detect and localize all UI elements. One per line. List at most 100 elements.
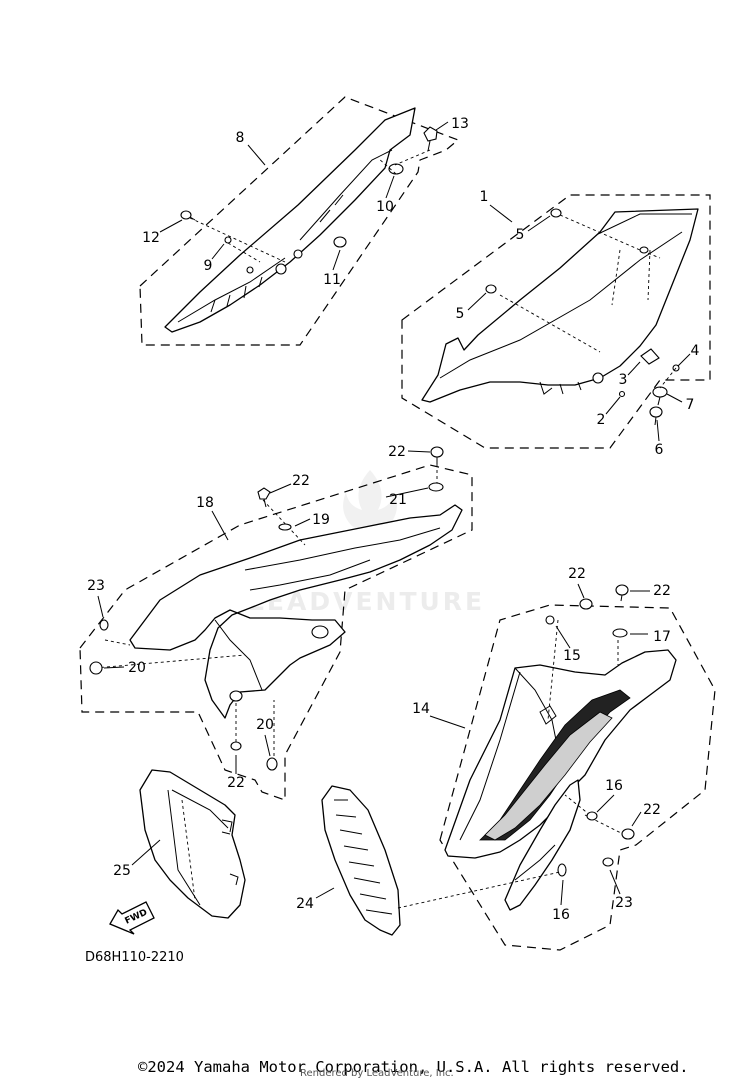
leader-line xyxy=(577,583,585,599)
leader-line xyxy=(631,811,642,827)
grommet-11 xyxy=(333,236,347,248)
leader-line xyxy=(555,625,571,649)
leader-line xyxy=(269,483,292,494)
leader-line xyxy=(677,353,691,367)
group-boundary xyxy=(401,194,711,449)
leader-line xyxy=(656,419,660,442)
leader-line xyxy=(294,518,311,527)
leader-line xyxy=(435,121,449,131)
callout-12: 12 xyxy=(142,230,160,246)
leader-line xyxy=(264,734,271,757)
callout-22: 22 xyxy=(568,566,586,582)
callout-13: 13 xyxy=(451,116,469,132)
fastener-12 xyxy=(180,210,196,221)
leader-line xyxy=(159,219,183,233)
callout-16: 16 xyxy=(605,778,623,794)
leader-line xyxy=(103,666,125,669)
callout-25: 25 xyxy=(113,863,131,879)
leader-lines xyxy=(97,121,691,906)
copyright-notice: ©2024 Yamaha Motor Corporation, U.S.A. A… xyxy=(138,1058,689,1076)
fastener-22f xyxy=(621,828,635,840)
group-boundary xyxy=(439,604,716,951)
part-14-lower-panel xyxy=(504,779,581,911)
callout-7: 7 xyxy=(686,397,695,413)
callout-10: 10 xyxy=(376,199,394,215)
leader-line xyxy=(407,450,431,453)
callout-2: 2 xyxy=(597,412,606,428)
leader-line xyxy=(385,175,395,199)
fastener-22e xyxy=(230,741,242,751)
fastener-23b xyxy=(602,857,614,867)
part-18-group xyxy=(79,446,473,801)
callout-18: 18 xyxy=(196,495,214,511)
rendered-by: Rendered by LeadVenture, Inc. xyxy=(300,1068,454,1079)
fastener-5b xyxy=(485,284,497,294)
callout-17: 17 xyxy=(653,629,671,645)
collar-9 xyxy=(224,236,232,244)
leader-line xyxy=(666,393,683,403)
callout-11: 11 xyxy=(323,272,341,288)
grommet-21 xyxy=(428,482,444,492)
callout-20: 20 xyxy=(128,660,146,676)
leader-line xyxy=(211,243,225,260)
callout-21: 21 xyxy=(389,492,407,508)
collar-16b xyxy=(557,863,567,877)
diagram-code: D68H110-2210 xyxy=(85,950,184,965)
fastener-22c xyxy=(579,598,593,610)
leader-line xyxy=(332,249,341,271)
collar-15 xyxy=(545,615,555,625)
collar-16a xyxy=(586,811,598,821)
leader-line xyxy=(560,879,564,906)
fastener-5a xyxy=(550,208,562,218)
leader-line xyxy=(596,794,615,813)
leader-line xyxy=(315,887,335,899)
part-8-group xyxy=(139,96,460,346)
callout-labels: 1234556789101112131415161617181920202122… xyxy=(87,116,699,923)
callout-15: 15 xyxy=(563,648,581,664)
leader-line xyxy=(627,361,641,376)
callout-24: 24 xyxy=(296,896,314,912)
grommet-20b xyxy=(266,757,278,771)
leader-line xyxy=(527,215,551,232)
fwd-arrow-icon: FWD xyxy=(109,901,155,935)
leader-line xyxy=(429,715,466,729)
fastener-22d xyxy=(615,584,629,602)
part-18-shroud xyxy=(129,504,463,719)
fastener-13 xyxy=(423,126,438,152)
callout-9: 9 xyxy=(204,258,213,274)
leader-line xyxy=(385,487,429,498)
leader-line xyxy=(605,396,621,415)
screw-7 xyxy=(652,386,668,406)
leader-line xyxy=(609,869,621,895)
callout-5: 5 xyxy=(456,306,465,322)
callout-23: 23 xyxy=(87,578,105,594)
callout-6: 6 xyxy=(655,442,664,458)
leader-line xyxy=(211,510,229,541)
callout-8: 8 xyxy=(236,130,245,146)
callout-14: 14 xyxy=(412,701,430,717)
callout-3: 3 xyxy=(619,372,628,388)
callout-1: 1 xyxy=(480,189,489,205)
callout-22: 22 xyxy=(643,802,661,818)
leader-line xyxy=(247,144,266,166)
collar-19 xyxy=(278,523,292,531)
callout-23: 23 xyxy=(615,895,633,911)
fastener-22a xyxy=(430,446,444,464)
part-1-group xyxy=(401,194,711,449)
clip-3 xyxy=(640,348,660,365)
grommet-17 xyxy=(612,628,628,638)
callout-5: 5 xyxy=(516,227,525,243)
grommet-10 xyxy=(388,163,404,175)
callout-20: 20 xyxy=(256,717,274,733)
callout-22: 22 xyxy=(292,473,310,489)
collar-2 xyxy=(618,390,626,398)
fastener-23a xyxy=(99,619,109,631)
callout-19: 19 xyxy=(312,512,330,528)
callout-16: 16 xyxy=(552,907,570,923)
fastener-22b xyxy=(257,487,271,508)
group-boundary xyxy=(139,96,460,346)
leader-line xyxy=(131,839,161,866)
callout-22: 22 xyxy=(653,583,671,599)
grommet-20a xyxy=(89,661,103,675)
